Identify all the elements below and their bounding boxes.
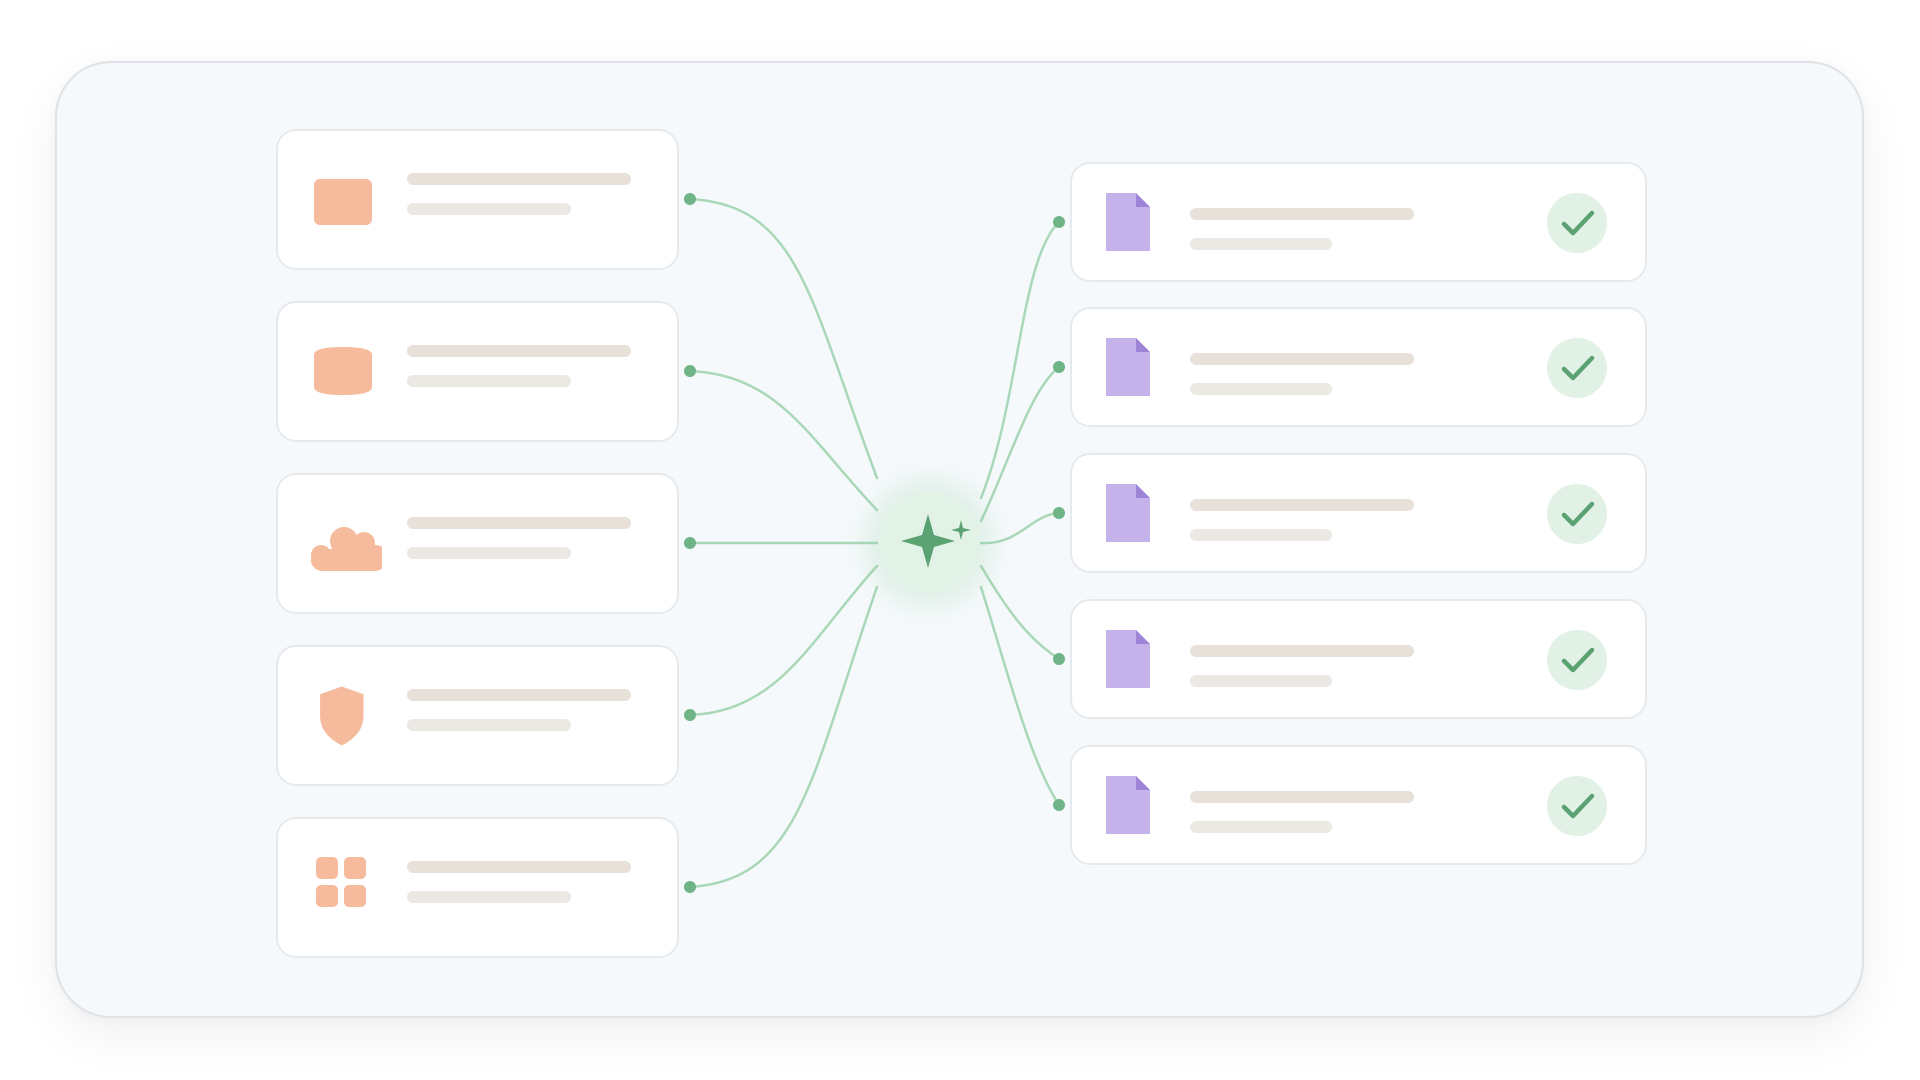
- document-icon: [1106, 338, 1150, 396]
- placeholder-subtitle-bar: [1190, 383, 1332, 395]
- placeholder-title-bar: [407, 345, 631, 357]
- cloud-icon: [311, 527, 382, 571]
- placeholder-title-bar: [407, 173, 631, 185]
- placeholder-subtitle-bar: [407, 375, 571, 387]
- output-card: [1070, 745, 1647, 865]
- placeholder-title-bar: [407, 861, 631, 873]
- shield-icon: [320, 686, 364, 746]
- checkmark-icon: [1561, 647, 1595, 673]
- status-badge: [1547, 193, 1607, 253]
- ai-hub: [878, 492, 980, 594]
- document-icon: [1106, 630, 1150, 688]
- checkmark-icon: [1561, 501, 1595, 527]
- placeholder-subtitle-bar: [1190, 529, 1332, 541]
- status-badge: [1547, 484, 1607, 544]
- placeholder-subtitle-bar: [407, 203, 571, 215]
- source-card-folder: [276, 129, 679, 270]
- checkmark-icon: [1561, 210, 1595, 236]
- checkmark-icon: [1561, 793, 1595, 819]
- placeholder-title-bar: [1190, 791, 1414, 803]
- output-card: [1070, 599, 1647, 719]
- status-badge: [1547, 630, 1607, 690]
- checkmark-icon: [1561, 355, 1595, 381]
- placeholder-subtitle-bar: [407, 547, 571, 559]
- placeholder-title-bar: [1190, 353, 1414, 365]
- sparkle-icon: [901, 514, 971, 568]
- source-card-database: [276, 301, 679, 442]
- source-card-cloud: [276, 473, 679, 614]
- grid-icon: [316, 857, 366, 907]
- placeholder-title-bar: [1190, 499, 1414, 511]
- placeholder-subtitle-bar: [407, 891, 571, 903]
- document-icon: [1106, 776, 1150, 834]
- placeholder-title-bar: [407, 517, 631, 529]
- status-badge: [1547, 776, 1607, 836]
- output-card: [1070, 162, 1647, 282]
- placeholder-subtitle-bar: [407, 719, 571, 731]
- placeholder-subtitle-bar: [1190, 238, 1332, 250]
- folder-icon: [314, 179, 372, 225]
- placeholder-title-bar: [407, 689, 631, 701]
- output-card: [1070, 453, 1647, 573]
- placeholder-subtitle-bar: [1190, 821, 1332, 833]
- document-icon: [1106, 193, 1150, 251]
- status-badge: [1547, 338, 1607, 398]
- placeholder-title-bar: [1190, 208, 1414, 220]
- output-card: [1070, 307, 1647, 427]
- placeholder-subtitle-bar: [1190, 675, 1332, 687]
- source-card-grid: [276, 817, 679, 958]
- database-icon: [314, 347, 372, 395]
- placeholder-title-bar: [1190, 645, 1414, 657]
- source-card-shield: [276, 645, 679, 786]
- document-icon: [1106, 484, 1150, 542]
